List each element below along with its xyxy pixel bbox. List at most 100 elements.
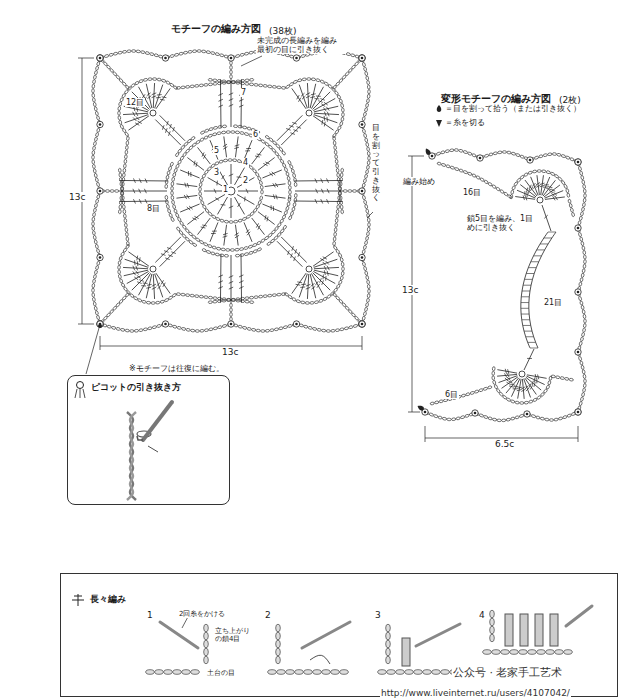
chain-stitch <box>293 202 296 207</box>
box-heading: 長々編み <box>89 594 127 604</box>
yarn-over-mark <box>306 93 310 95</box>
chain-stitch <box>289 164 293 169</box>
chart-label: 未完成の長編みを編み 最初の目に引き抜く <box>256 36 346 54</box>
chain-stitch <box>94 306 97 311</box>
yarn-over-mark <box>143 283 148 284</box>
chain-stitch <box>195 84 199 87</box>
chain-stitch <box>365 204 368 209</box>
leader-line <box>241 56 262 66</box>
chain-stitch <box>224 220 228 223</box>
chain-stitch <box>515 415 520 419</box>
chain-stitch <box>362 195 366 200</box>
chain-stitch <box>177 160 181 165</box>
chain-stitch <box>366 280 369 285</box>
chain-stitch <box>578 356 582 361</box>
chain-stitch <box>96 249 100 254</box>
yarn-over-mark <box>276 195 277 200</box>
chain-stitch <box>367 294 370 298</box>
chain-stitch <box>580 397 584 402</box>
chain-stitch <box>125 329 129 332</box>
direction-arrow <box>310 655 330 664</box>
chain-stitch <box>333 141 336 145</box>
chain-stitch <box>367 151 370 155</box>
chain-stitch <box>231 81 235 84</box>
chain-stitch <box>510 417 515 421</box>
chain-stitch <box>222 80 226 83</box>
chain-stitch <box>339 99 343 104</box>
picot <box>575 409 581 415</box>
chain-stitch <box>282 215 286 220</box>
chain-stitch <box>515 401 520 404</box>
chain-stitch <box>148 78 152 81</box>
yarn-over-mark <box>139 178 141 182</box>
chain-stitch <box>242 217 247 221</box>
picot-dot <box>99 57 102 60</box>
chain-stitch <box>323 297 328 301</box>
base-chain <box>146 670 155 675</box>
chain-stitch <box>583 264 586 268</box>
chain-stitch <box>255 172 259 177</box>
chain-stitch <box>154 53 159 57</box>
picot-dot <box>99 190 102 193</box>
chain-stitch <box>484 154 489 158</box>
yarn-over-mark <box>141 285 146 286</box>
treble-stitch <box>521 302 529 303</box>
treble-stitch <box>307 83 308 108</box>
standing-chain <box>276 632 281 640</box>
chain-stitch <box>362 116 366 121</box>
picot-dot <box>479 157 482 160</box>
chain-stitch <box>121 283 125 288</box>
label-holder: 3 <box>374 603 382 622</box>
yarn-over-mark <box>202 225 207 226</box>
base-chain <box>268 670 277 675</box>
chain-stitch <box>219 53 224 57</box>
yarn-over-mark <box>549 190 553 192</box>
treble-stitch <box>252 147 265 164</box>
yarn-over-mark <box>314 98 319 99</box>
chain-stitch <box>334 228 337 232</box>
yarn-over-mark <box>323 107 326 111</box>
chain-stitch <box>92 293 95 297</box>
treble-stitch <box>155 120 180 145</box>
yarn-over-mark <box>315 281 318 285</box>
picot <box>477 155 483 161</box>
chain-stitch <box>174 53 179 57</box>
yarn-over-mark <box>306 96 310 98</box>
chain-stitch <box>307 78 311 81</box>
picot-dot <box>361 323 364 326</box>
chain-stitch <box>301 54 306 58</box>
yarn-over-mark <box>196 162 197 167</box>
yarn-over-mark <box>218 93 222 95</box>
treble-stitch <box>307 274 308 299</box>
chain-stitch <box>95 244 99 249</box>
chain-stitch <box>126 136 129 140</box>
picot <box>97 254 103 260</box>
picot <box>472 410 478 416</box>
chain-stitch <box>216 247 221 250</box>
chain-stitch <box>199 240 204 244</box>
yarn-over-mark <box>321 120 323 125</box>
yarn-over-mark <box>133 106 135 111</box>
picot <box>575 159 581 165</box>
yarn-over-mark <box>508 381 512 383</box>
yarn-strand <box>127 412 136 500</box>
treble-stitch <box>187 158 204 171</box>
chain-stitch <box>94 137 98 142</box>
chain-stitch <box>95 132 99 137</box>
yarn-over-mark <box>321 104 325 107</box>
base-chain <box>164 670 173 675</box>
chain-stitch <box>94 107 97 112</box>
chain-stitch <box>256 329 260 332</box>
base-chain <box>313 670 322 675</box>
treble-stitch <box>545 191 564 198</box>
yarn-over-mark <box>527 188 528 193</box>
chain-stitch <box>331 329 335 332</box>
chain-stitch <box>502 419 506 422</box>
treble-stitch <box>231 164 232 184</box>
chain-stitch <box>581 365 585 370</box>
picot-dot <box>164 323 167 326</box>
treble-stitch <box>220 79 222 127</box>
picot-dot <box>99 57 102 60</box>
yarn-over-mark <box>324 122 326 127</box>
chain-stitch <box>363 200 367 205</box>
